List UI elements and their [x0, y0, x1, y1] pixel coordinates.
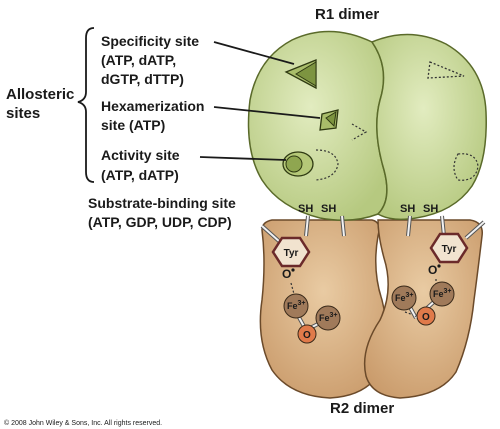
- allosteric-brace: [77, 27, 95, 183]
- specificity-site-pocket: [284, 59, 317, 90]
- allosteric-label-line2: sites: [6, 105, 40, 122]
- substrate-site-pegs: [304, 215, 446, 237]
- tyr-oxygen-left: O: [282, 267, 291, 281]
- fe-left-1: Fe3+: [287, 300, 306, 311]
- specificity-site-dotted-triangle: [427, 61, 465, 79]
- sh-label-4: SH: [423, 203, 438, 215]
- specificity-label-line2: (ATP, dATP,: [101, 52, 176, 68]
- substrate-label-line2: (ATP, GDP, UDP, CDP): [88, 214, 232, 230]
- hexamerization-site-dotted: [351, 123, 368, 141]
- r1-right-subunit: [370, 33, 487, 221]
- activity-label-line1: Activity site: [101, 147, 180, 163]
- radical-dot-right: [437, 264, 441, 268]
- fe-right-2: Fe3+: [433, 288, 452, 299]
- r1-dimer-title: R1 dimer: [315, 6, 379, 23]
- activity-site-pocket: [282, 151, 314, 177]
- radical-dot-left: [291, 268, 295, 272]
- activity-site-dotted-left: [315, 149, 339, 181]
- r1-left-subunit: [247, 30, 388, 221]
- allosteric-label-line1: Allosteric: [6, 86, 74, 103]
- r2-dimer-title: R2 dimer: [330, 400, 394, 417]
- tyr-label-right: Tyr: [442, 244, 457, 255]
- sh-label-3: SH: [400, 203, 415, 215]
- bridge-oxygen-right: O: [422, 312, 430, 323]
- specificity-label-line1: Specificity site: [101, 33, 199, 49]
- leader-lines: [199, 41, 321, 161]
- hexamerization-label-line1: Hexamerization: [101, 98, 204, 114]
- sh-label-1: SH: [298, 203, 313, 215]
- specificity-label-line3: dGTP, dTTP): [101, 71, 184, 87]
- bridge-oxygen-left: O: [303, 330, 311, 341]
- activity-label-line2: (ATP, dATP): [101, 167, 179, 183]
- r1-dimer: [247, 30, 487, 221]
- hexamerization-site-pocket: [319, 109, 339, 131]
- substrate-label-line1: Substrate-binding site: [88, 195, 236, 211]
- hexamerization-label-line2: site (ATP): [101, 117, 165, 133]
- tyr-label-left: Tyr: [284, 248, 299, 259]
- fe-left-2: Fe3+: [319, 312, 338, 323]
- copyright-notice: © 2008 John Wiley & Sons, Inc. All right…: [4, 419, 162, 427]
- diiron-center-right: Fe3+ Fe3+ O: [391, 281, 455, 326]
- tyr-oxygen-right: O: [428, 263, 437, 277]
- fe-right-1: Fe3+: [395, 292, 414, 303]
- sh-label-2: SH: [321, 203, 336, 215]
- tyr-sticks: [260, 220, 486, 244]
- tyr-residue-right: Tyr: [429, 232, 469, 264]
- diiron-center-left: Fe3+ Fe3+ O: [283, 293, 341, 344]
- tyr-residue-left: Tyr: [271, 236, 311, 268]
